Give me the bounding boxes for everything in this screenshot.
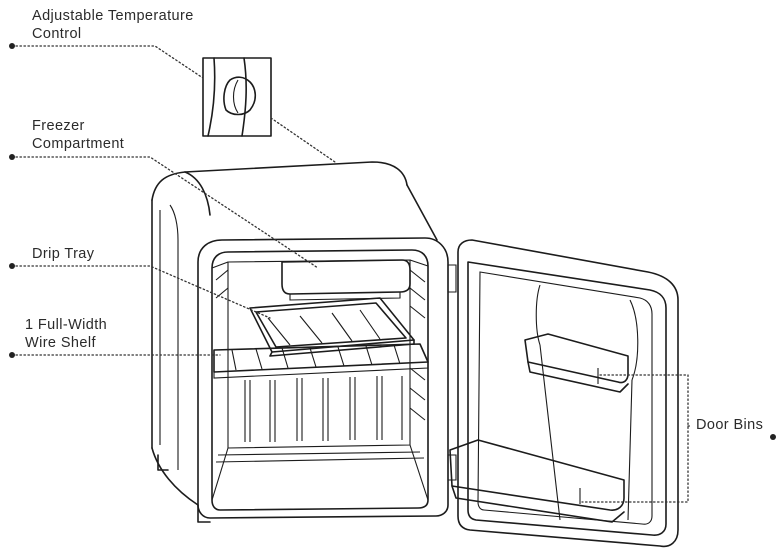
label-wire-shelf: 1 Full-Width Wire Shelf — [25, 316, 107, 352]
fridge-door — [447, 239, 679, 548]
label-wire-shelf-line1: 1 Full-Width — [25, 317, 108, 333]
label-temperature-control-line2: Control — [32, 26, 82, 42]
drip-tray — [249, 297, 415, 357]
bullet-freezer — [9, 154, 15, 160]
label-door-bins: Door Bins — [696, 417, 764, 433]
label-drip-tray: Drip Tray — [32, 246, 95, 262]
wire-shelf — [213, 343, 429, 442]
bullet-drip-tray — [9, 263, 15, 269]
temperature-control-inset — [202, 57, 272, 137]
fridge-cabinet — [151, 161, 449, 523]
label-temperature-control: Adjustable Temperature Control — [32, 7, 194, 43]
label-freezer-line2: Compartment — [32, 136, 125, 152]
bullet-wire-shelf — [9, 352, 15, 358]
leader-lines — [9, 43, 776, 503]
label-temperature-control-line1: Adjustable Temperature — [32, 8, 194, 24]
label-freezer-line1: Freezer — [32, 118, 85, 134]
bullet-temperature-control — [9, 43, 15, 49]
freezer-compartment — [281, 259, 411, 301]
label-freezer: Freezer Compartment — [32, 117, 124, 153]
label-wire-shelf-line2: Wire Shelf — [25, 335, 96, 351]
bullet-door-bins — [770, 434, 776, 440]
